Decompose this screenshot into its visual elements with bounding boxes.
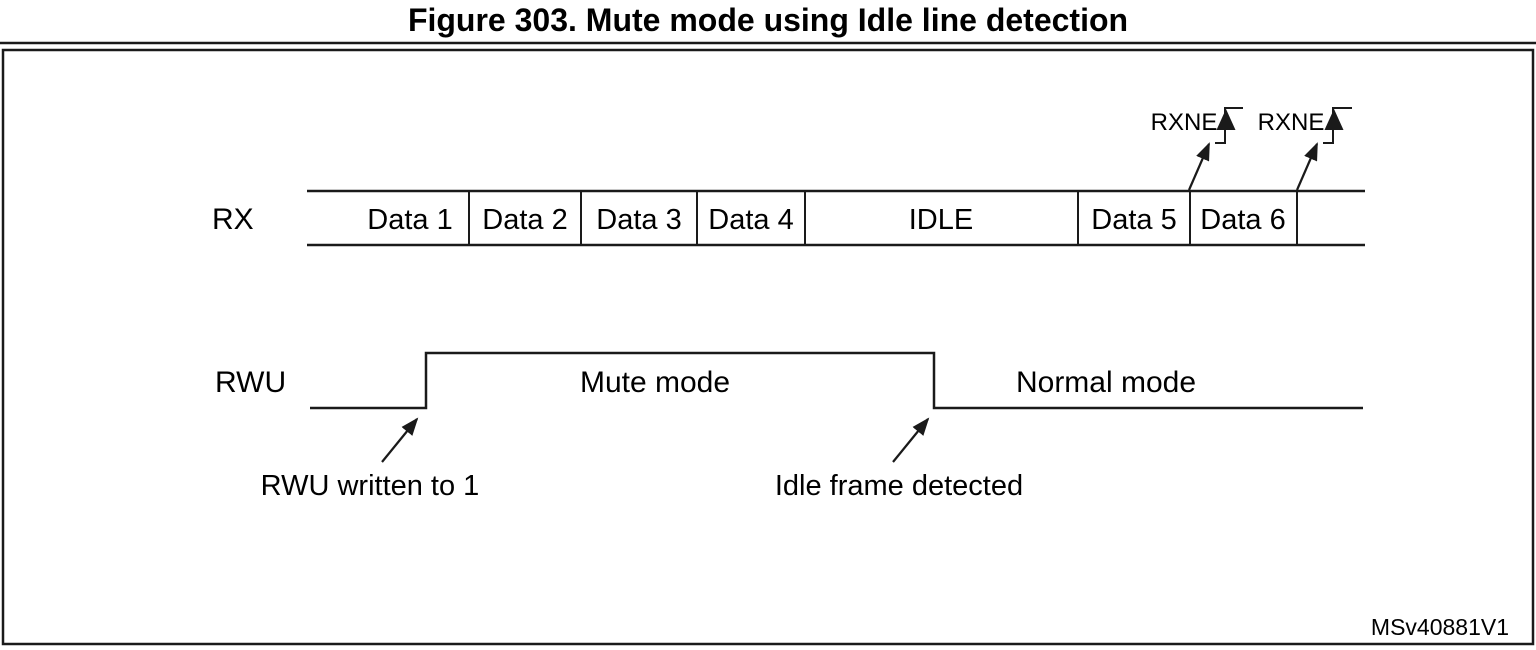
rxne-pointer-arrow: [1295, 142, 1319, 191]
rxne-event-2: RXNE: [1258, 107, 1352, 191]
mute-mode-label: Mute mode: [580, 366, 730, 399]
idle-detected-arrow: [892, 417, 930, 463]
figure-frame-border: [1, 48, 1535, 646]
rxne-label: RXNE: [1151, 109, 1218, 136]
rising-edge-icon: [1323, 107, 1352, 144]
figure-code-watermark: MSv40881V1: [1371, 614, 1509, 640]
rx-cell-label-data5: Data 5: [1091, 204, 1176, 236]
rwu-signal-label: RWU: [215, 366, 286, 399]
rx-cell-label-idle: IDLE: [909, 204, 973, 236]
rx-cell-label-data3: Data 3: [596, 204, 681, 236]
rx-cell-label-data1: Data 1: [367, 204, 452, 236]
rxne-label: RXNE: [1258, 109, 1325, 136]
rwu-waveform: [310, 351, 1363, 410]
figure-title: Figure 303. Mute mode using Idle line de…: [407, 2, 1129, 38]
rx-cell-label-data2: Data 2: [482, 204, 567, 236]
idle-detected-annotation: Idle frame detected: [775, 417, 1023, 502]
rwu-written-annotation: RWU written to 1: [261, 417, 480, 502]
rx-cell-label-data6: Data 6: [1200, 204, 1285, 236]
rxne-pointer-arrow: [1187, 142, 1211, 191]
rwu-written-label: RWU written to 1: [261, 470, 480, 502]
rwu-written-arrow: [381, 417, 419, 463]
idle-detected-label: Idle frame detected: [775, 470, 1023, 502]
normal-mode-label: Normal mode: [1016, 366, 1196, 399]
rx-signal-label: RX: [212, 203, 254, 236]
rxne-event-1: RXNE: [1151, 107, 1243, 191]
rx-cell-label-data4: Data 4: [708, 204, 793, 236]
rising-edge-icon: [1215, 107, 1243, 144]
